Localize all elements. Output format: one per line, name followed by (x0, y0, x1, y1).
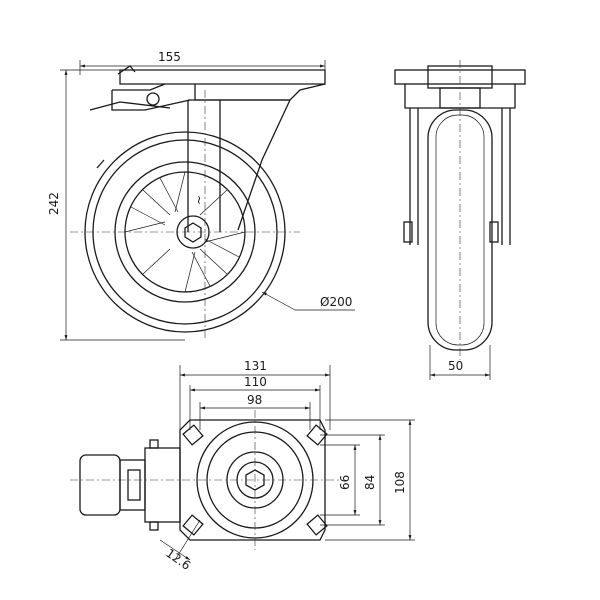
dim-242: 242 (47, 192, 61, 215)
dim-108: 108 (393, 471, 407, 494)
dim-50: 50 (448, 359, 463, 373)
brand-logo: ~ (192, 195, 206, 205)
dim-131: 131 (244, 359, 267, 373)
top-view (70, 410, 340, 550)
front-view-dimensions: 50 (429, 345, 491, 380)
dim-diameter-200: Ø200 (320, 295, 352, 309)
side-view-dimensions: 155 242 Ø200 (47, 50, 355, 341)
front-view (394, 60, 526, 360)
side-view: ~ (70, 65, 326, 340)
dim-155: 155 (158, 50, 181, 64)
dim-66: 66 (338, 475, 352, 490)
dim-110: 110 (244, 375, 267, 389)
dim-84: 84 (363, 475, 377, 490)
dim-98: 98 (247, 393, 262, 407)
dim-12-6: 12.6 (163, 546, 193, 573)
